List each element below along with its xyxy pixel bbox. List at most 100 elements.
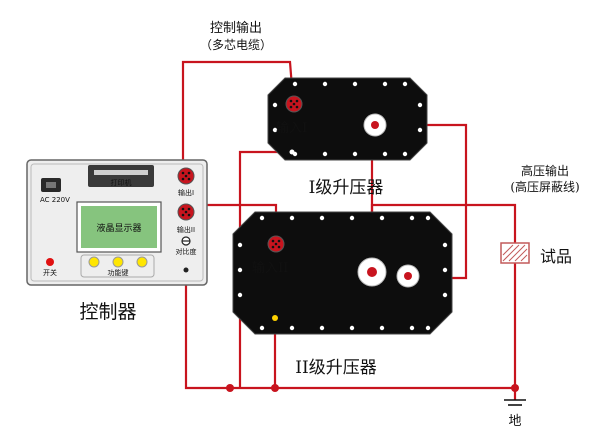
function-key[interactable] [112, 256, 124, 268]
transformer-2-hv-terminal-core [367, 267, 377, 277]
connector-pin [181, 207, 185, 211]
panel-bolt [409, 215, 415, 221]
output-2-label: 输出II [177, 225, 195, 234]
panel-bolt [237, 292, 243, 298]
test-object-hatch [502, 244, 528, 262]
connector-pin [184, 174, 188, 178]
connector-pin [277, 239, 281, 243]
function-key[interactable] [88, 256, 100, 268]
transformer-1-bolts [272, 81, 423, 157]
test-object [500, 242, 530, 264]
contrast-label: 对比度 [176, 247, 197, 256]
panel-bolt [442, 292, 448, 298]
panel-bolt [259, 215, 265, 221]
printer-label: 打印机 [111, 178, 132, 187]
ac-power-label: AC 220V [40, 196, 70, 204]
lcd-screen [81, 206, 157, 248]
function-key[interactable] [136, 256, 148, 268]
connector-pin [187, 207, 191, 211]
transformer-1: 输入I [267, 77, 428, 161]
panel-bolt [322, 151, 328, 157]
panel-bolt [292, 81, 298, 87]
connector-pin [277, 245, 281, 249]
lcd-label: 液晶显示器 [96, 222, 141, 234]
junction-dot [271, 384, 279, 392]
input-2-label: 输入II [252, 260, 288, 276]
connector-pin [295, 105, 299, 109]
panel-bolt [272, 102, 278, 108]
panel-bolt [379, 325, 385, 331]
connector-pin [289, 105, 293, 109]
connector-pin [184, 210, 188, 214]
transformer-2-bolts [237, 215, 448, 331]
controller-label: 控制器 [79, 301, 136, 323]
controller-inner-frame [30, 163, 204, 282]
test-object-label: 试品 [540, 247, 572, 266]
junction-dot [226, 384, 234, 392]
connector-pin [271, 245, 275, 249]
connector-pin [295, 99, 299, 103]
transformer-1-hv-terminal-core [371, 121, 379, 129]
transformer-2: 输入II [232, 211, 453, 335]
transformer-2-label: II级升压器 [295, 358, 376, 378]
transformer-2-panel [232, 211, 453, 335]
transformer-2-input-terminal-core [404, 272, 412, 280]
controller-ground-terminal [183, 267, 189, 273]
panel-bolt [289, 325, 295, 331]
panel-bolt [319, 215, 325, 221]
panel-bolt [352, 151, 358, 157]
junction-dot [511, 384, 519, 392]
hv-shield-label: (高压屏蔽线) [510, 179, 579, 194]
connector-pin [274, 242, 278, 246]
power-switch-label: 开关 [43, 268, 57, 277]
panel-bolt [425, 215, 431, 221]
connector-pin [271, 239, 275, 243]
output-1-label: 输出I [178, 188, 194, 197]
connector-pin [187, 213, 191, 217]
panel-bolt [272, 127, 278, 133]
panel-bolt [349, 215, 355, 221]
connector-pin [181, 213, 185, 217]
panel-bolt [382, 151, 388, 157]
printer-paper-slot [94, 170, 148, 175]
panel-bolt [322, 81, 328, 87]
connector-pin [292, 102, 296, 106]
ac-socket-pin [46, 182, 56, 188]
hv-output-label: 高压输出 [521, 163, 569, 178]
transformer-1-low-terminal [289, 149, 295, 155]
panel-bolt [417, 102, 423, 108]
connector-pin [181, 171, 185, 175]
transformer-2-ground-terminal [272, 315, 278, 321]
input-1-label: 输入I [276, 120, 307, 136]
panel-bolt [237, 242, 243, 248]
controller: 打印机 AC 220V 液晶显示器 功能键 开关 输出I 输出II [26, 159, 208, 286]
panel-bolt [409, 325, 415, 331]
connector-pin [181, 177, 185, 181]
panel-bolt [319, 325, 325, 331]
ground-label: 地 [508, 414, 521, 429]
control-output-label: 控制输出 [210, 20, 262, 36]
panel-bolt [349, 325, 355, 331]
panel-bolt [442, 267, 448, 273]
panel-bolt [237, 267, 243, 273]
transformer-1-label: I级升压器 [309, 178, 384, 198]
power-switch[interactable] [46, 258, 54, 266]
transformer-1-panel [267, 77, 428, 161]
function-keys-label: 功能键 [108, 268, 129, 277]
panel-bolt [352, 81, 358, 87]
multicore-cable-label: （多芯电缆） [200, 38, 272, 52]
panel-bolt [442, 242, 448, 248]
panel-bolt [379, 215, 385, 221]
panel-bolt [402, 151, 408, 157]
panel-bolt [259, 325, 265, 331]
connector-pin [289, 99, 293, 103]
panel-bolt [289, 215, 295, 221]
panel-bolt [417, 127, 423, 133]
connector-pin [187, 171, 191, 175]
ground-symbol [504, 399, 526, 406]
ground-bus [184, 270, 515, 390]
panel-bolt [425, 325, 431, 331]
panel-bolt [382, 81, 388, 87]
connector-pin [187, 177, 191, 181]
